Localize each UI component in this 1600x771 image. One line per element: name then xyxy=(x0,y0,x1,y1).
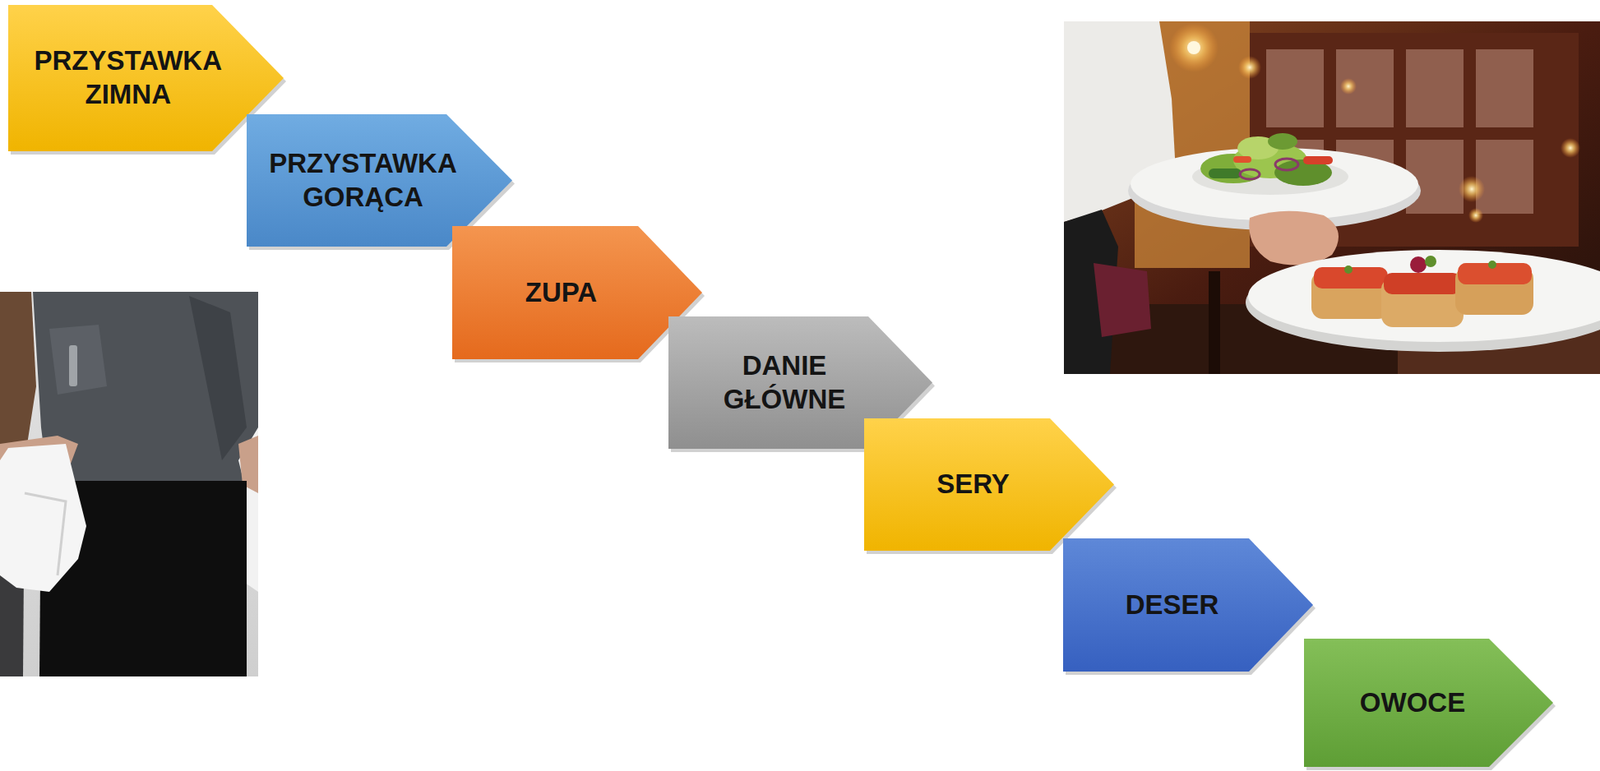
step-arrow: DESER xyxy=(1063,538,1314,672)
label-area: SERY xyxy=(864,418,1083,551)
label-area: OWOCE xyxy=(1304,638,1522,768)
step-label: DESER xyxy=(1125,588,1220,623)
restaurant-photo xyxy=(1063,21,1600,375)
step-label: ZUPA xyxy=(525,276,597,310)
step-label: SERY xyxy=(936,467,1010,502)
label-area: ZUPA xyxy=(452,226,671,360)
step-label: PRZYSTAWKA GORĄCA xyxy=(260,147,467,215)
label-area: DESER xyxy=(1063,538,1281,672)
label-area: PRZYSTAWKA ZIMNA xyxy=(8,4,249,152)
step-arrow: OWOCE xyxy=(1304,638,1554,768)
label-area: PRZYSTAWKA GORĄCA xyxy=(246,114,480,247)
waiter-photo xyxy=(0,291,259,677)
step-label: OWOCE xyxy=(1359,686,1466,721)
step-arrow: SERY xyxy=(864,418,1115,551)
step-label: PRZYSTAWKA ZIMNA xyxy=(25,44,232,112)
step-arrow: PRZYSTAWKA ZIMNA xyxy=(8,4,284,152)
step-label: DANIE GŁÓWNE xyxy=(681,349,888,417)
step-arrow: ZUPA xyxy=(452,226,703,360)
